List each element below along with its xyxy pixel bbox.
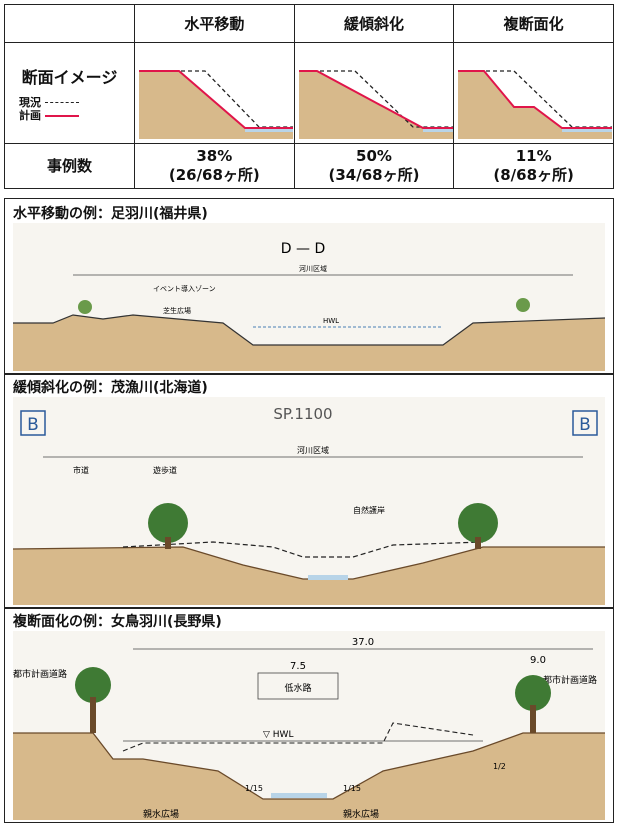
column-header: 複断面化 (453, 4, 614, 43)
tree-icon (458, 503, 498, 543)
soil-area (139, 71, 245, 139)
red-line-swatch (45, 114, 79, 117)
hwl-label: ▽ HWL (263, 730, 293, 740)
column-header: 緩傾斜化 (293, 4, 455, 43)
tree-trunk (165, 537, 171, 549)
ground-line (13, 314, 605, 346)
low-channel-label: 低水路 (284, 682, 311, 694)
gentle-slope-svg (298, 70, 453, 139)
soil-area (13, 547, 605, 605)
row-label: 断面イメージ (21, 68, 118, 87)
plaza-label: 芝生広場 (163, 306, 191, 315)
section-mark-text: B (579, 415, 591, 435)
plan-line (139, 70, 293, 129)
riverbed (562, 132, 613, 139)
metoba-river-drawing: 37.0 7.5 低水路 9.0 都市計画道路 都市計画道路 ▽ HWL 1/1… (13, 631, 605, 820)
case-count-row: 事例数 38%(26/68ヶ所) 50%(34/68ヶ所) 11%(8/68ヶ所… (4, 143, 614, 189)
natural-bank-label: 自然護岸 (353, 505, 385, 515)
tree-icon (75, 667, 111, 703)
example-title: 水平移動の例：足羽川(福井県) (13, 206, 208, 222)
soil-area (13, 315, 605, 371)
water-surface (245, 128, 293, 132)
water-plaza-label: 親水広場 (143, 808, 179, 820)
table-corner-cell (4, 4, 135, 43)
tree-trunk (90, 697, 96, 733)
water-surface (271, 793, 327, 798)
city-road-label: 市道 (73, 465, 89, 475)
slope-label: 1/15 (245, 784, 263, 793)
column-header: 水平移動 (134, 4, 295, 43)
dashed-line-swatch (45, 102, 79, 103)
water-surface (308, 575, 348, 580)
soil-area (458, 71, 563, 139)
tree-trunk (530, 705, 536, 733)
comparison-table: 水平移動 緩傾斜化 複断面化 断面イメージ 現況 計画 (4, 4, 614, 189)
compound-section-svg (458, 70, 613, 139)
river-area-label: 河川区域 (299, 264, 327, 273)
moiza-river-drawing: B B SP.1100 河川区域 市道 遊歩道 自然護岸 (13, 397, 605, 605)
horizontal-shift-svg (139, 70, 293, 139)
walkway-label: 遊歩道 (153, 465, 177, 475)
section-mark-left (20, 410, 46, 436)
section-label: D — D (281, 241, 325, 257)
water-surface (422, 128, 453, 132)
city-road-label-left: 都市計画道路 (13, 668, 67, 680)
tree-trunk (475, 537, 481, 549)
tree-icon (516, 298, 530, 312)
current-line (122, 541, 484, 558)
channel-dimension-box (257, 672, 339, 700)
channel-width-value: 7.5 (290, 661, 306, 672)
side-width-value: 9.0 (530, 655, 546, 666)
count-cell: 38%(26/68ヶ所) (134, 143, 295, 189)
example-section: 複断面化の例：女鳥羽川(長野県) 37.0 7.5 低水路 9.0 都市計画道路… (4, 608, 614, 823)
example-section: 緩傾斜化の例：茂漁川(北海道) B B SP.1100 河川区域 市道 遊歩道 … (4, 374, 614, 608)
example-title: 緩傾斜化の例：茂漁川(北海道) (13, 380, 208, 396)
legend-plan: 計画 (19, 109, 134, 122)
ground-line (13, 732, 605, 800)
tree-icon (515, 675, 551, 711)
tree-icon (78, 300, 92, 314)
example-section: 水平移動の例：足羽川(福井県) D — D 河川区域 イベント導入ゾーン 芝生広… (4, 198, 614, 374)
riverbed (245, 132, 293, 139)
hwl-label: HWL (323, 317, 339, 325)
tree-icon (148, 503, 188, 543)
plan-line (458, 70, 613, 129)
gentle-slope-diagram (293, 42, 455, 144)
city-road-label-right: 都市計画道路 (543, 674, 597, 686)
section-image-row: 断面イメージ 現況 計画 (4, 42, 614, 144)
station-label: SP.1100 (273, 405, 332, 423)
row-label: 事例数 (4, 143, 135, 189)
plan-line (298, 70, 453, 129)
section-mark-right (572, 410, 598, 436)
slope-label: 1/15 (343, 784, 361, 793)
row-label-cell: 断面イメージ 現況 計画 (4, 42, 135, 144)
legend: 現況 計画 (5, 96, 134, 122)
slope-label: 1/2 (493, 762, 506, 771)
horizontal-shift-diagram (134, 42, 295, 144)
event-zone-label: イベント導入ゾーン (153, 284, 216, 293)
compound-section-diagram (453, 42, 614, 144)
river-area-label: 河川区域 (297, 445, 329, 455)
riverbed (422, 132, 453, 139)
count-cell: 50%(34/68ヶ所) (293, 143, 455, 189)
example-title: 複断面化の例：女鳥羽川(長野県) (13, 614, 222, 630)
water-plaza-label: 親水広場 (343, 808, 379, 820)
water-surface (562, 128, 613, 132)
legend-current: 現況 (19, 96, 134, 109)
soil-area (298, 71, 423, 139)
ashiwa-river-drawing: D — D 河川区域 イベント導入ゾーン 芝生広場 HWL (13, 223, 605, 371)
count-cell: 11%(8/68ヶ所) (453, 143, 614, 189)
total-width-value: 37.0 (352, 637, 374, 648)
section-mark-text: B (27, 415, 39, 435)
table-header-row: 水平移動 緩傾斜化 複断面化 (4, 4, 614, 43)
